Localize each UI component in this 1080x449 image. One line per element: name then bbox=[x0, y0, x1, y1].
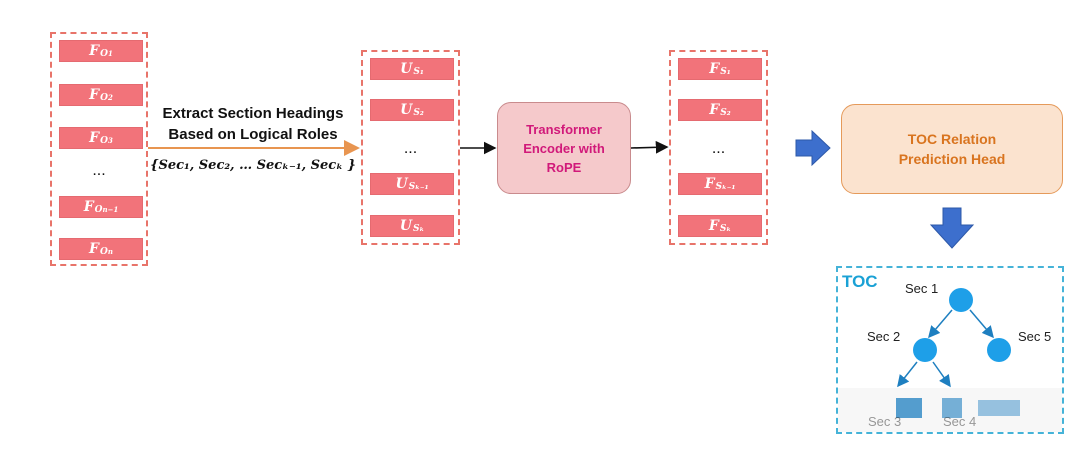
node-sec1 bbox=[949, 288, 973, 312]
edge-sec2-sec3 bbox=[897, 361, 918, 388]
prediction-head-line1: TOC Relation bbox=[907, 131, 997, 147]
encoder-line1: Transformer bbox=[526, 121, 602, 137]
u-ellipsis: ... bbox=[403, 140, 418, 157]
encoder-line3: RoPE bbox=[546, 159, 582, 175]
prediction-head-line2: Prediction Head bbox=[898, 151, 1006, 167]
edge-sec1-sec5 bbox=[969, 309, 994, 339]
node-sec5 bbox=[987, 338, 1011, 362]
node-sec4-glitch bbox=[942, 398, 962, 418]
left-ellipsis: ... bbox=[92, 162, 106, 179]
transformer-encoder: Transformer Encoder with RoPE bbox=[497, 102, 631, 194]
label-sec2: Sec 2 bbox=[867, 329, 901, 344]
edge-sec1-sec2 bbox=[928, 309, 953, 339]
block-arrow-right bbox=[795, 129, 831, 167]
node-sec3-glitch bbox=[896, 398, 922, 418]
encoder-to-f-arrow bbox=[630, 140, 669, 154]
extract-label-line2: Based on Logical Roles bbox=[168, 126, 338, 143]
label-sec5: Sec 5 bbox=[1018, 329, 1052, 344]
extract-label-line1: Extract Section Headings bbox=[162, 105, 344, 122]
label-sec4: Sec 4 bbox=[943, 414, 977, 429]
edge-sec2-sec4 bbox=[932, 361, 951, 388]
node-sec2 bbox=[913, 338, 937, 362]
toc-title: TOC bbox=[842, 272, 878, 291]
block-arrow-down bbox=[929, 207, 975, 249]
encoder-line2: Encoder with bbox=[523, 140, 605, 156]
toc-prediction-head: TOC Relation Prediction Head bbox=[841, 104, 1063, 194]
f-ellipsis: ... bbox=[711, 140, 726, 157]
section-set: {Sec₁, Sec₂, … Secₖ₋₁, Secₖ } bbox=[150, 158, 356, 173]
extract-label: Extract Section Headings Based on Logica… bbox=[150, 103, 356, 145]
node-extra-glitch bbox=[978, 400, 1020, 416]
label-sec3: Sec 3 bbox=[868, 414, 902, 429]
label-sec1: Sec 1 bbox=[905, 281, 939, 296]
